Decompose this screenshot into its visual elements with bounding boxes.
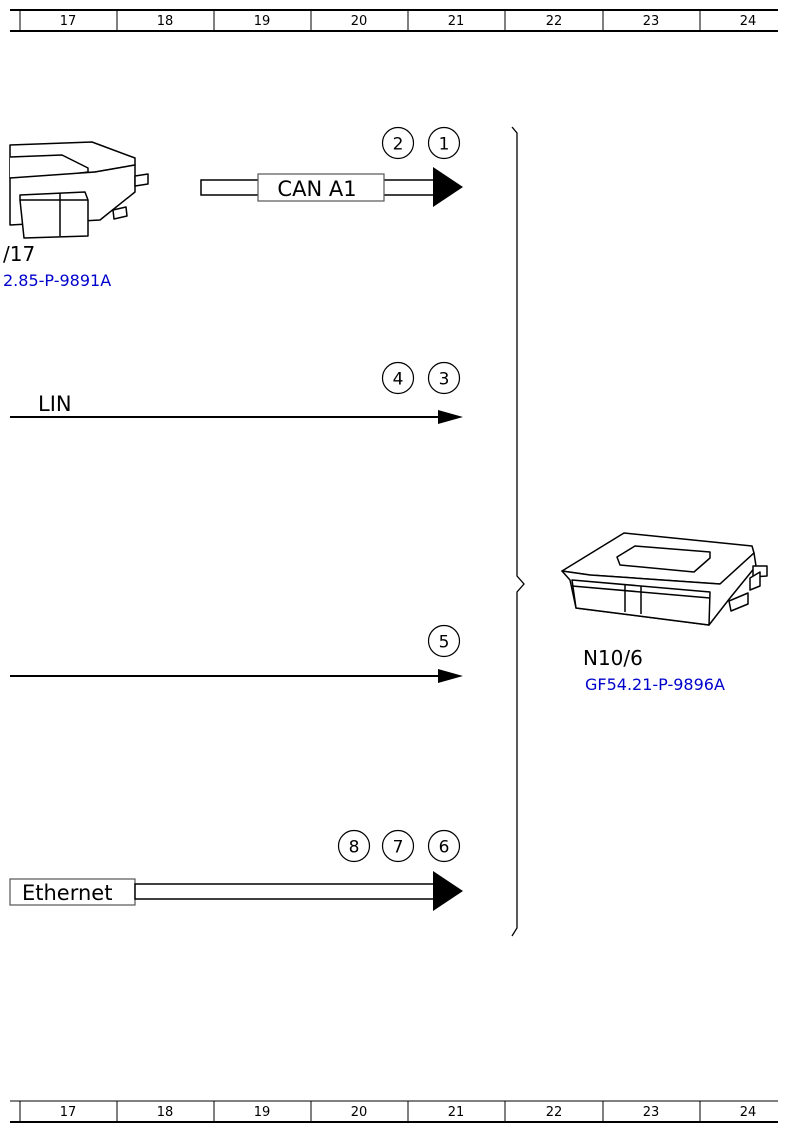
ruler-col-23: 23 (643, 14, 660, 29)
can-a1-label-box (257, 173, 385, 202)
lin-label: LIN (38, 392, 72, 416)
ruler-col-21: 21 (448, 14, 465, 29)
right-component-id: N10/6 (583, 646, 643, 670)
ruler-col-18: 18 (157, 14, 174, 29)
lin-arrow-head-icon (438, 410, 463, 424)
line-5: 5 (10, 624, 463, 683)
ethernet-arrow-head-icon (433, 871, 463, 911)
marker-circle-5[interactable] (427, 624, 461, 658)
ruler-col-21: 21 (448, 1105, 465, 1120)
ruler-col-17: 17 (60, 1105, 77, 1120)
ruler-col-24: 24 (740, 14, 757, 29)
bottom-ruler: 17 18 19 20 21 22 23 24 (10, 1100, 778, 1123)
ruler-col-19: 19 (254, 1105, 271, 1120)
ruler-col-22: 22 (546, 14, 563, 29)
ruler-col-18: 18 (157, 1105, 174, 1120)
ruler-col-19: 19 (254, 14, 271, 29)
marker-circle-1[interactable] (427, 126, 461, 160)
lin-line: LIN 4 3 (10, 361, 463, 424)
marker-circle-4[interactable] (381, 361, 415, 395)
left-component-link[interactable]: 2.85-P-9891A (3, 271, 111, 290)
marker-label-8: 8 (349, 838, 360, 858)
can-a1-bus: CAN A1 2 1 (200, 126, 463, 207)
marker-label-2: 2 (393, 135, 404, 155)
marker-label-7: 7 (393, 838, 404, 858)
marker-circle-2[interactable] (381, 126, 415, 160)
ruler-col-22: 22 (546, 1105, 563, 1120)
right-control-unit-icon (561, 532, 768, 626)
ruler-col-17: 17 (60, 14, 77, 29)
ruler-col-24: 24 (740, 1105, 757, 1120)
right-component-link[interactable]: GF54.21-P-9896A (585, 675, 725, 694)
marker-label-4: 4 (393, 370, 404, 390)
marker-circle-8[interactable] (337, 829, 371, 863)
can-arrow-head-icon (433, 167, 463, 207)
ruler-col-20: 20 (351, 14, 368, 29)
marker-circle-7[interactable] (381, 829, 415, 863)
marker-label-6: 6 (439, 838, 450, 858)
line5-arrow-head-icon (438, 669, 463, 683)
curly-brace-icon (511, 126, 525, 937)
marker-label-3: 3 (439, 370, 450, 390)
ruler-col-20: 20 (351, 1105, 368, 1120)
marker-label-1: 1 (439, 135, 450, 155)
ruler-col-23: 23 (643, 1105, 660, 1120)
marker-circle-3[interactable] (427, 361, 461, 395)
top-ruler: 17 18 19 20 21 22 23 24 (10, 9, 778, 32)
ethernet-bus: Ethernet 8 7 6 (9, 829, 463, 911)
ethernet-label: Ethernet (22, 881, 112, 905)
marker-label-5: 5 (439, 633, 450, 653)
marker-circle-6[interactable] (427, 829, 461, 863)
can-a1-label: CAN A1 (277, 177, 356, 201)
left-control-unit-icon (9, 141, 149, 239)
left-component-id: /17 (3, 242, 35, 266)
